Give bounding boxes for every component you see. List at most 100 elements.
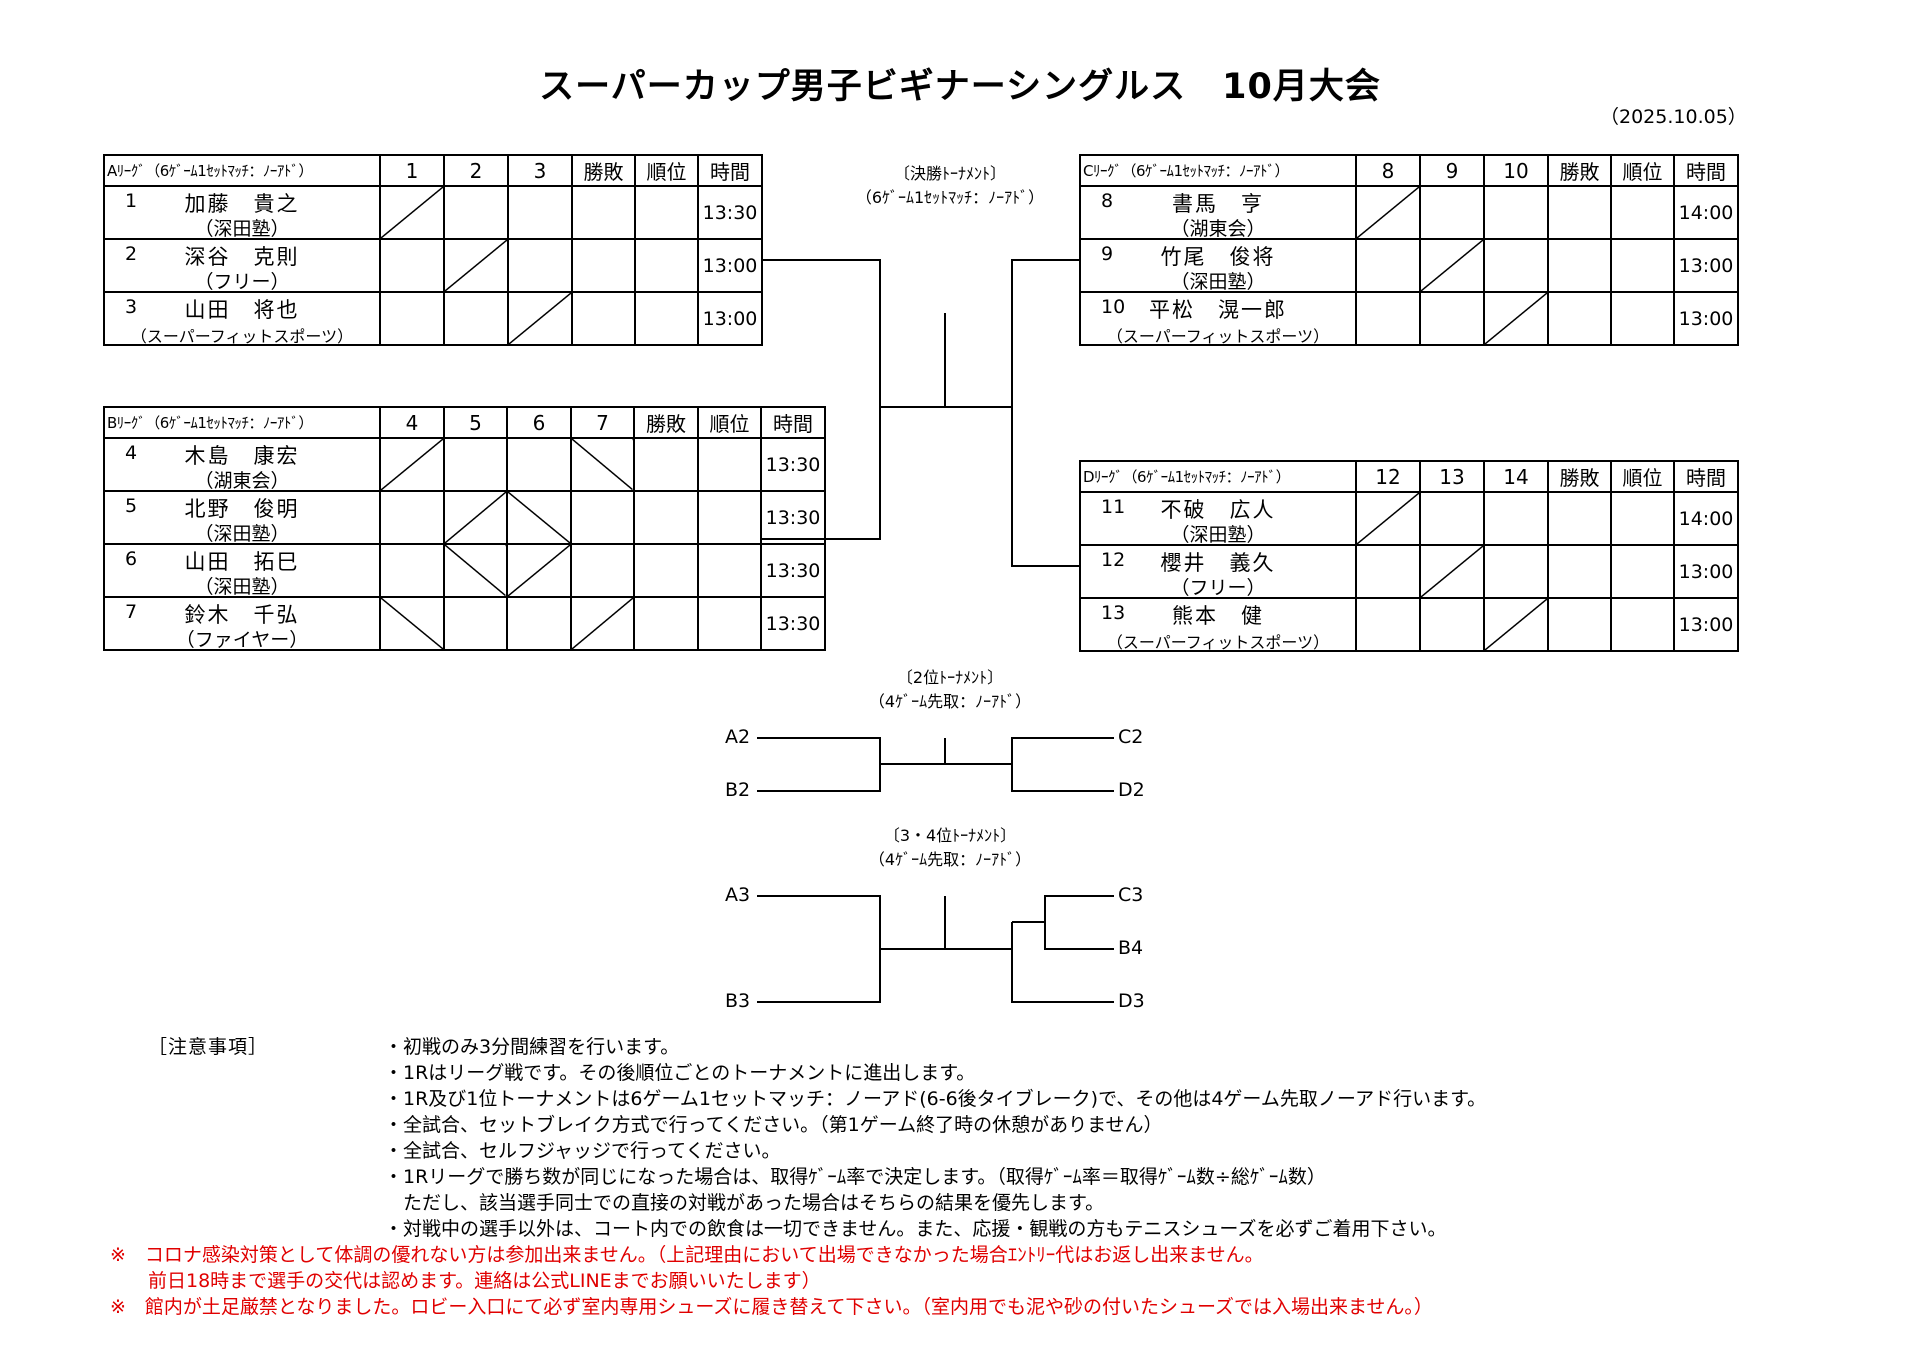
player-name: 櫻井 義久 bbox=[1160, 551, 1276, 575]
match-time: 13:30 bbox=[697, 185, 763, 240]
winloss-cell bbox=[1547, 238, 1612, 293]
match-time: 13:30 bbox=[760, 596, 826, 651]
league-b-time-header: 時間 bbox=[760, 406, 826, 439]
rank-cell bbox=[697, 596, 762, 651]
score-cell bbox=[1355, 291, 1421, 346]
player-club: （深田塾） bbox=[1170, 271, 1266, 293]
self-match-cell bbox=[506, 543, 572, 598]
player-name: 加藤 貴之 bbox=[184, 192, 300, 216]
warning-note: 前日18時まで選手の交代は認めます。連絡は公式LINEまでお願いいたします） bbox=[110, 1270, 821, 1292]
player-name: 不破 広人 bbox=[1160, 498, 1276, 522]
player-cell: 8 書馬 亨 （湖東会） bbox=[1079, 185, 1357, 240]
match-time: 13:00 bbox=[1673, 597, 1739, 652]
player-cell: 5 北野 俊明 （深田塾） bbox=[103, 490, 381, 545]
player-cell: 1 加藤 貴之 （深田塾） bbox=[103, 185, 381, 240]
score-cell bbox=[379, 291, 445, 346]
note-item: ・全試合、セルフジャッジで行ってください。 bbox=[384, 1140, 781, 1162]
score-cell bbox=[1419, 597, 1485, 652]
player-number: 6 bbox=[125, 548, 138, 570]
score-cell bbox=[1483, 491, 1549, 546]
bracket-line bbox=[757, 737, 881, 792]
rank-cell bbox=[697, 543, 762, 598]
player-club: （フリー） bbox=[1170, 577, 1266, 599]
player-number: 2 bbox=[125, 243, 138, 265]
player-number: 11 bbox=[1101, 496, 1126, 518]
self-match-cell bbox=[1483, 291, 1549, 346]
table-row: 2 深谷 克則 （フリー） 13:00 bbox=[103, 238, 763, 293]
winloss-cell bbox=[633, 437, 699, 492]
event-date: （2025.10.05） bbox=[1600, 106, 1747, 128]
self-match-cell bbox=[507, 291, 573, 346]
table-row: 7 鈴木 千弘 （ファイヤー） 13:30 bbox=[103, 596, 826, 651]
winloss-cell bbox=[633, 596, 699, 651]
league-c-col: 8 bbox=[1355, 154, 1421, 187]
match-time: 14:00 bbox=[1673, 185, 1739, 240]
table-row: 4 木島 康宏 （湖東会） 13:30 bbox=[103, 437, 826, 492]
table-row: 10 平松 滉一郎 （スーパーフィットスポーツ） 13:00 bbox=[1079, 291, 1739, 346]
table-row: 11 不破 広人 （深田塾） 14:00 bbox=[1079, 491, 1739, 546]
final-tournament-rule: （6ｹﾞｰﾑ1ｾｯﾄﾏｯﾁ：ﾉｰｱﾄﾞ） bbox=[855, 188, 1045, 207]
self-match-cell bbox=[443, 238, 509, 293]
player-number: 5 bbox=[125, 495, 138, 517]
score-cell bbox=[1355, 544, 1421, 599]
player-cell: 6 山田 拓巳 （深田塾） bbox=[103, 543, 381, 598]
score-cell bbox=[507, 185, 573, 240]
league-c-time-header: 時間 bbox=[1673, 154, 1739, 187]
table-row: 13 熊本 健 （スーパーフィットスポーツ） 13:00 bbox=[1079, 597, 1739, 652]
score-cell bbox=[1419, 185, 1485, 240]
score-cell bbox=[1483, 238, 1549, 293]
league-a-table: Aﾘｰｸﾞ（6ｹﾞｰﾑ1ｾｯﾄﾏｯﾁ：ﾉｰｱﾄﾞ） 1 2 3 勝敗 順位 時間… bbox=[103, 154, 763, 346]
score-cell bbox=[570, 490, 635, 545]
third-tournament-rule: （4ｹﾞｰﾑ先取：ﾉｰｱﾄﾞ） bbox=[868, 850, 1032, 869]
seed-label: B3 bbox=[725, 990, 751, 1012]
winloss-cell bbox=[633, 490, 699, 545]
player-club: （フリー） bbox=[194, 271, 290, 293]
self-match-cell bbox=[570, 596, 635, 651]
rank-cell bbox=[1610, 597, 1675, 652]
player-cell: 4 木島 康宏 （湖東会） bbox=[103, 437, 381, 492]
player-cell: 3 山田 将也 （スーパーフィットスポーツ） bbox=[103, 291, 381, 346]
player-number: 13 bbox=[1101, 602, 1126, 624]
league-a-winloss-header: 勝敗 bbox=[571, 154, 636, 187]
winloss-cell bbox=[1547, 544, 1612, 599]
match-time: 14:00 bbox=[1673, 491, 1739, 546]
league-d-time-header: 時間 bbox=[1673, 460, 1739, 493]
self-match-cell bbox=[1355, 185, 1421, 240]
second-tournament-rule: （4ｹﾞｰﾑ先取：ﾉｰｱﾄﾞ） bbox=[868, 692, 1032, 711]
seed-label: D3 bbox=[1118, 990, 1145, 1012]
table-row: 12 櫻井 義久 （フリー） 13:00 bbox=[1079, 544, 1739, 599]
note-item: ・初戦のみ3分間練習を行います。 bbox=[384, 1036, 680, 1058]
table-row: 5 北野 俊明 （深田塾） 13:30 bbox=[103, 490, 826, 545]
seed-label: C3 bbox=[1118, 884, 1144, 906]
rank-cell bbox=[1610, 185, 1675, 240]
winloss-cell bbox=[571, 238, 636, 293]
score-cell bbox=[506, 596, 572, 651]
player-club: （ファイヤー） bbox=[175, 629, 309, 651]
player-name: 鈴木 千弘 bbox=[184, 603, 300, 627]
league-a-time-header: 時間 bbox=[697, 154, 763, 187]
notes-heading: ［注意事項］ bbox=[148, 1036, 269, 1058]
match-time: 13:30 bbox=[760, 543, 826, 598]
player-cell: 13 熊本 健 （スーパーフィットスポーツ） bbox=[1079, 597, 1357, 652]
league-a-col: 2 bbox=[443, 154, 509, 187]
league-a-col: 3 bbox=[507, 154, 573, 187]
league-a-header: Aﾘｰｸﾞ（6ｹﾞｰﾑ1ｾｯﾄﾏｯﾁ：ﾉｰｱﾄﾞ） bbox=[103, 154, 381, 187]
winloss-cell bbox=[1547, 491, 1612, 546]
match-time: 13:30 bbox=[760, 437, 826, 492]
league-d-col: 14 bbox=[1483, 460, 1549, 493]
player-name: 木島 康宏 bbox=[184, 444, 300, 468]
league-a-rank-header: 順位 bbox=[634, 154, 699, 187]
note-item: ・1R及び1位トーナメントは6ゲーム1セットマッチ：ノーアド(6-6後タイブレー… bbox=[384, 1088, 1487, 1110]
league-d-winloss-header: 勝敗 bbox=[1547, 460, 1612, 493]
player-name: 山田 拓巳 bbox=[184, 550, 300, 574]
rank-cell bbox=[1610, 491, 1675, 546]
rank-cell bbox=[1610, 291, 1675, 346]
player-name: 熊本 健 bbox=[1172, 604, 1264, 628]
player-club: （深田塾） bbox=[194, 523, 290, 545]
bracket-line bbox=[1011, 737, 1114, 792]
bracket-line bbox=[1011, 407, 1079, 567]
bracket-line bbox=[1011, 922, 1114, 1003]
seed-label: B4 bbox=[1118, 937, 1144, 959]
player-name: 北野 俊明 bbox=[184, 497, 300, 521]
